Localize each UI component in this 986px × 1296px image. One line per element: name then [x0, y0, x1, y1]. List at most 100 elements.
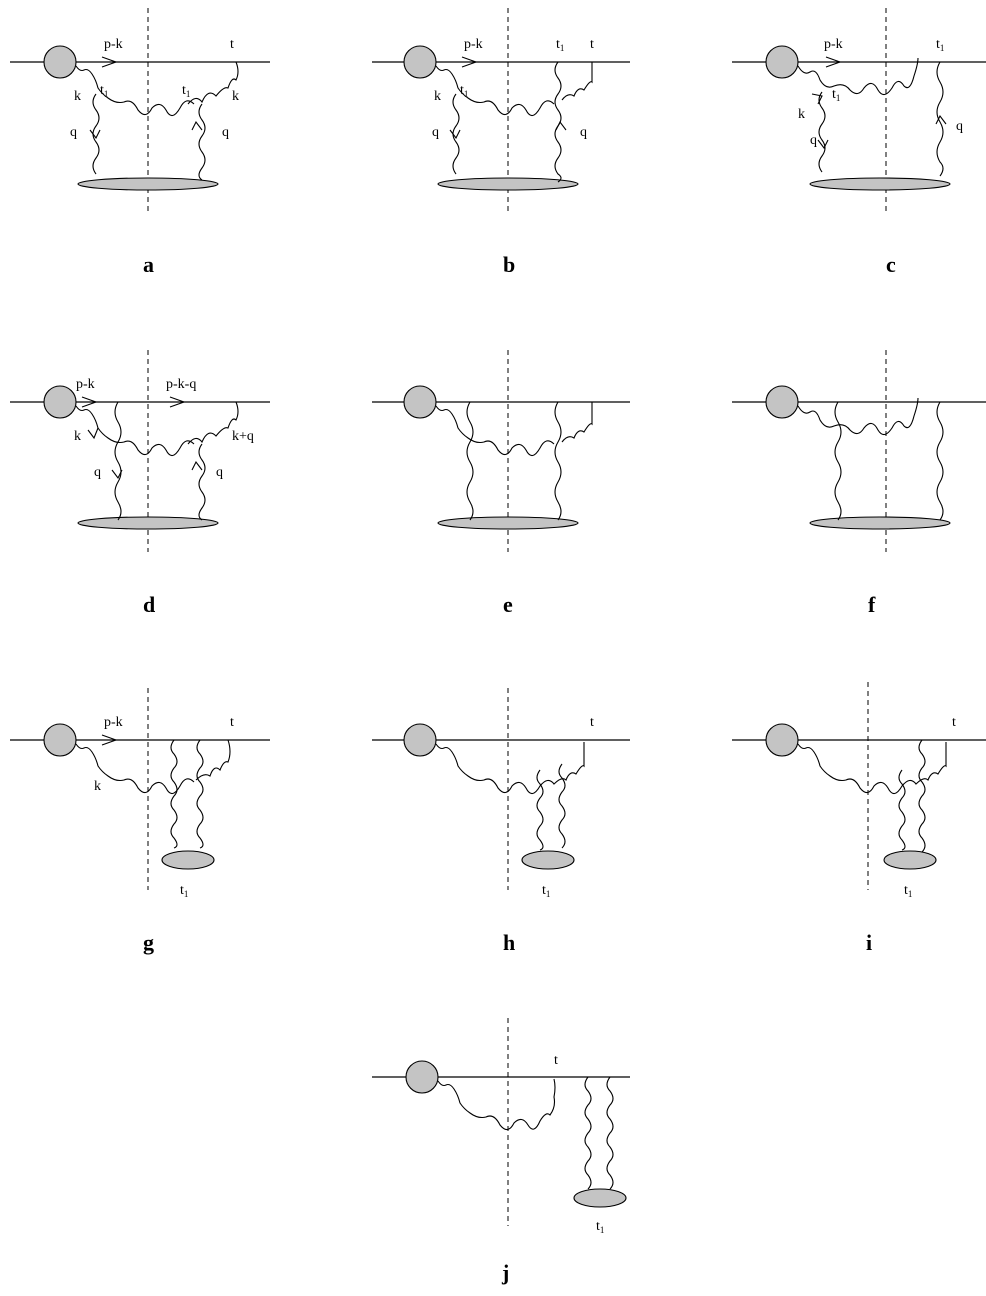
- label-t1: t1: [180, 883, 188, 899]
- panel-c: p-k t1 k t1 q q c: [732, 8, 986, 277]
- panel-label-c: c: [886, 252, 896, 277]
- label-t: t: [952, 715, 956, 730]
- label-kq: k+q: [232, 429, 254, 444]
- label-pk: p-k: [824, 37, 843, 52]
- label-pkq: p-k-q: [166, 377, 196, 392]
- gluon-loop-left: [170, 739, 178, 849]
- label-t1-left: t1: [100, 83, 108, 99]
- initial-blob: [765, 723, 799, 757]
- panel-d: p-k p-k-q k k+q q q d: [10, 350, 270, 617]
- q-arrow-left: [111, 469, 123, 480]
- initial-blob: [403, 723, 437, 757]
- gluon-k-right: [187, 401, 239, 445]
- label-t: t: [590, 37, 594, 52]
- gluon-loop-right: [918, 739, 926, 853]
- label-q-left: q: [810, 133, 817, 148]
- gluon-q-left: [114, 401, 122, 521]
- q-arrow-right: [191, 460, 203, 471]
- gluon-k-right: [561, 402, 593, 443]
- initial-blob: [765, 385, 799, 419]
- label-t1: t1: [832, 87, 840, 103]
- gluon-k-right: [187, 61, 239, 105]
- gluon-loop-right: [558, 763, 566, 849]
- label-t1-top: t1: [556, 37, 564, 53]
- gluon-k: [797, 397, 919, 436]
- q-arrow-right: [935, 114, 947, 125]
- target-blob: [161, 850, 215, 870]
- label-t: t: [230, 715, 234, 730]
- q-arrow-left: [89, 129, 101, 140]
- target-blob: [883, 850, 937, 870]
- gluon-k: [435, 742, 585, 795]
- panel-e: e: [372, 350, 630, 617]
- initial-blob: [405, 1060, 439, 1094]
- momentum-arrow: [101, 734, 118, 746]
- label-q-left: q: [432, 125, 439, 140]
- q-arrow-left: [449, 129, 461, 140]
- q-arrow-right: [555, 120, 567, 131]
- label-q-right: q: [216, 465, 223, 480]
- label-t1: t1: [904, 883, 912, 899]
- panel-label-d: d: [143, 592, 155, 617]
- label-t: t: [554, 1053, 558, 1068]
- initial-blob: [43, 385, 77, 419]
- gluon-k-right: [195, 739, 231, 781]
- panel-label-f: f: [868, 592, 876, 617]
- gluon-q-left: [818, 91, 826, 173]
- gluon-t1-left: [834, 401, 842, 521]
- label-k: k: [434, 89, 441, 104]
- gluon-k: [797, 57, 919, 96]
- label-q-right: q: [222, 125, 229, 140]
- label-q-right: q: [580, 125, 587, 140]
- target-blob: [521, 850, 575, 870]
- label-q-left: q: [70, 125, 77, 140]
- label-pk: p-k: [464, 37, 483, 52]
- panel-a: p-k t k k t1 t1 q q a: [10, 8, 270, 277]
- gluon-k: [437, 1078, 556, 1131]
- momentum-arrow: [825, 56, 842, 68]
- label-pk: p-k: [104, 715, 123, 730]
- target-blob: [77, 177, 219, 191]
- label-k-left: k: [74, 89, 81, 104]
- label-k: k: [798, 107, 805, 122]
- target-blob: [809, 516, 951, 530]
- panel-label-a: a: [143, 252, 154, 277]
- gluon-k-left: [435, 405, 555, 457]
- gluon-k-left: [75, 405, 195, 457]
- momentum-arrow-2: [169, 396, 186, 408]
- momentum-arrow-1: [81, 396, 98, 408]
- gluon-k-left: [435, 65, 555, 117]
- initial-blob: [43, 45, 77, 79]
- panel-b: p-k t1 t k t1 q q b: [372, 8, 630, 277]
- target-blob: [77, 516, 219, 530]
- gluon-loop-left: [898, 769, 906, 851]
- label-pk: p-k: [104, 37, 123, 52]
- label-q-right: q: [956, 119, 963, 134]
- label-t1: t1: [596, 1219, 604, 1235]
- target-blob: [809, 177, 951, 191]
- panel-label-e: e: [503, 592, 513, 617]
- momentum-arrow: [461, 56, 478, 68]
- gluon-k-left: [75, 65, 195, 117]
- gluon-k: [797, 742, 947, 795]
- gluon-q-right: [198, 103, 206, 181]
- target-blob: [437, 177, 579, 191]
- label-t: t: [230, 37, 234, 52]
- gluon-k-left: [75, 743, 195, 795]
- label-k: k: [94, 779, 101, 794]
- label-pk: p-k: [76, 377, 95, 392]
- panel-label-b: b: [503, 252, 515, 277]
- gluon-q-right: [198, 443, 206, 521]
- initial-blob: [43, 723, 77, 757]
- label-t1-right: t1: [182, 83, 190, 99]
- label-t: t: [590, 715, 594, 730]
- panel-label-j: j: [501, 1260, 509, 1285]
- panel-g: p-k t k t1 g: [10, 688, 270, 955]
- panel-j: t t1 j: [372, 1018, 630, 1285]
- initial-blob: [403, 385, 437, 419]
- panel-label-g: g: [143, 930, 154, 955]
- panel-i: t t1 i: [732, 682, 986, 955]
- gluon-loop-left: [584, 1076, 592, 1190]
- target-blob: [573, 1188, 627, 1208]
- gluon-loop-right: [606, 1076, 614, 1190]
